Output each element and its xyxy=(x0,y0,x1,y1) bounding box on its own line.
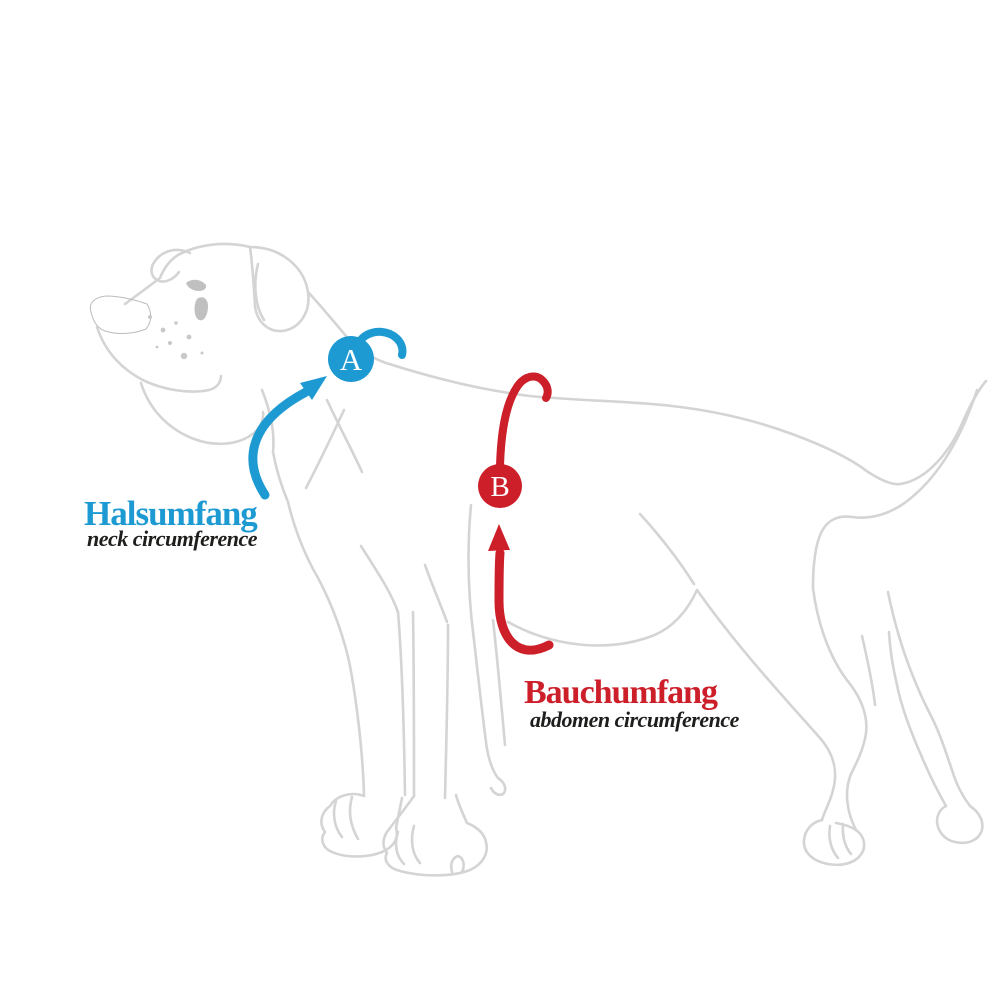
dog-second-front-leg-back xyxy=(443,623,450,800)
dog-second-front-paw xyxy=(382,793,489,877)
dog-second-front-leg-front xyxy=(411,610,416,798)
dog-thigh-crease xyxy=(638,512,696,586)
dog-belly-line xyxy=(506,588,699,647)
neck-label: Halsumfang xyxy=(84,494,258,533)
dog-upper-jowl xyxy=(95,325,223,393)
dog-far-front-leg-front xyxy=(467,503,500,780)
dog-shoulder-line xyxy=(304,408,346,490)
dog-forehead-line xyxy=(158,253,180,280)
neck-sublabel: neck circumference xyxy=(87,526,258,551)
dog-front-paw-toe-line-2 xyxy=(348,795,360,841)
marker-a-circle xyxy=(328,336,374,382)
dog-second-paw-toe-line xyxy=(394,830,406,866)
dog-far-front-paw-tip xyxy=(489,776,507,797)
dog-far-hind-leg-back xyxy=(887,630,948,808)
abdomen-sublabel: abdomen circumference xyxy=(530,707,739,732)
dog-stop-line xyxy=(123,276,162,306)
neck-curve-hook xyxy=(355,327,407,359)
dog-far-hind-paw xyxy=(935,804,984,845)
abdomen-arrowhead xyxy=(488,524,510,551)
dog-chest-line xyxy=(260,388,366,798)
neck-arrow-shaft xyxy=(248,387,311,500)
dog-second-paw-toe-line-2 xyxy=(410,824,422,865)
dog-hind-leg-back-edge xyxy=(811,586,868,832)
abdomen-label: Bauchumfang xyxy=(524,674,718,711)
dog-hind-paw xyxy=(802,818,866,867)
dog-front-paw xyxy=(320,792,404,858)
abdomen-curve-hook xyxy=(496,372,552,470)
dog-hind-paw-toe-line xyxy=(828,824,840,860)
neck-measurement-group: A xyxy=(248,327,407,500)
dog-far-hind-leg-front xyxy=(886,590,972,808)
neck-arrowhead xyxy=(300,376,327,400)
dog-eye-mark xyxy=(194,297,208,321)
abdomen-arrow-shaft xyxy=(494,548,554,655)
dog-far-ear xyxy=(150,248,192,283)
dog-elbow-crease xyxy=(423,563,449,624)
marker-b-circle xyxy=(478,464,522,508)
dog-hind-paw-toe-line-2 xyxy=(841,822,853,856)
marker-a-letter: A xyxy=(340,342,363,377)
dog-front-paw-toe-line xyxy=(332,799,344,839)
dog-far-front-leg-back xyxy=(491,618,507,747)
dog-ear-crease xyxy=(254,262,266,322)
dog-tail-inner-line xyxy=(811,388,979,590)
dog-shoulder-line-2 xyxy=(325,398,364,474)
marker-b-letter: B xyxy=(490,471,509,503)
dog-second-paw-notch xyxy=(449,854,465,874)
dog-skull-line xyxy=(176,242,252,257)
dog-front-leg-back-edge xyxy=(359,544,407,797)
dog-hind-leg-crease xyxy=(860,634,877,707)
dog-nose xyxy=(89,295,152,334)
dog-brow-mark xyxy=(186,279,207,291)
dog-outline xyxy=(89,242,988,877)
abdomen-measurement-group: B xyxy=(478,372,554,655)
dog-ear-outline xyxy=(248,245,310,333)
dog-back-and-tail-line xyxy=(306,290,988,486)
dog-hind-leg-front-edge xyxy=(695,588,837,822)
dog-muzzle-spots xyxy=(148,315,204,360)
